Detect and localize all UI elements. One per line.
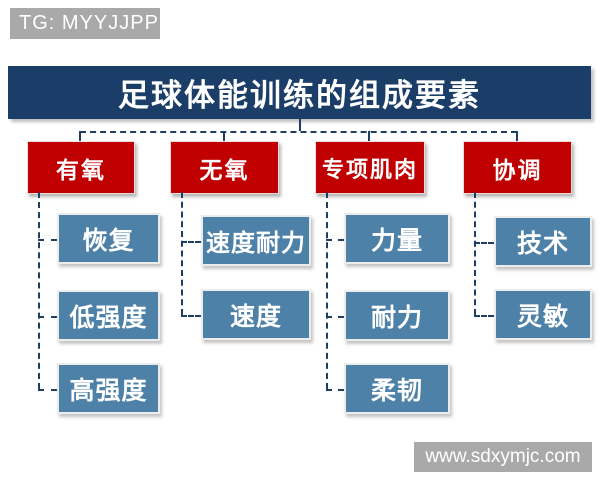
item-box: 速度 <box>201 289 311 340</box>
connector-leaf-3-2 <box>326 315 344 318</box>
category-box-4: 协调 <box>463 141 572 194</box>
connector-title-rail <box>80 131 517 133</box>
connector-category-drop-2 <box>223 131 225 141</box>
connector-branch-3 <box>326 192 328 389</box>
connector-branch-4 <box>474 192 476 315</box>
watermark-badge-top-left: TG: MYYJJPP <box>10 8 160 39</box>
category-box-3: 专项肌肉 <box>315 141 425 194</box>
item-box: 力量 <box>344 213 450 264</box>
item-box: 恢复 <box>57 213 160 264</box>
connector-leaf-1-1 <box>38 238 57 241</box>
connector-leaf-4-2 <box>474 314 494 317</box>
item-box: 耐力 <box>344 290 450 341</box>
connector-branch-2 <box>181 192 183 315</box>
category-box-2: 无氧 <box>170 141 279 194</box>
connector-branch-1 <box>38 192 40 389</box>
connector-category-drop-1 <box>79 131 81 141</box>
item-box: 高强度 <box>57 363 160 414</box>
connector-category-drop-4 <box>516 131 518 141</box>
connector-leaf-1-2 <box>38 315 57 318</box>
item-box: 低强度 <box>57 290 160 341</box>
diagram-title: 足球体能训练的组成要素 <box>8 66 591 119</box>
connector-leaf-3-3 <box>326 388 344 391</box>
category-box-1: 有氧 <box>27 141 135 194</box>
item-box: 灵敏 <box>494 289 592 340</box>
item-box: 技术 <box>494 216 592 267</box>
item-box: 柔韧 <box>344 363 450 414</box>
connector-leaf-1-3 <box>38 388 57 391</box>
connector-leaf-2-1 <box>181 240 201 243</box>
connector-leaf-2-2 <box>181 314 201 317</box>
watermark-badge-bottom-right: www.sdxymjc.com <box>414 442 592 472</box>
connector-category-drop-3 <box>368 131 370 141</box>
connector-leaf-3-1 <box>326 238 344 241</box>
connector-leaf-4-1 <box>474 241 494 244</box>
item-box: 速度耐力 <box>201 215 311 266</box>
connector-title-stem <box>299 119 301 131</box>
